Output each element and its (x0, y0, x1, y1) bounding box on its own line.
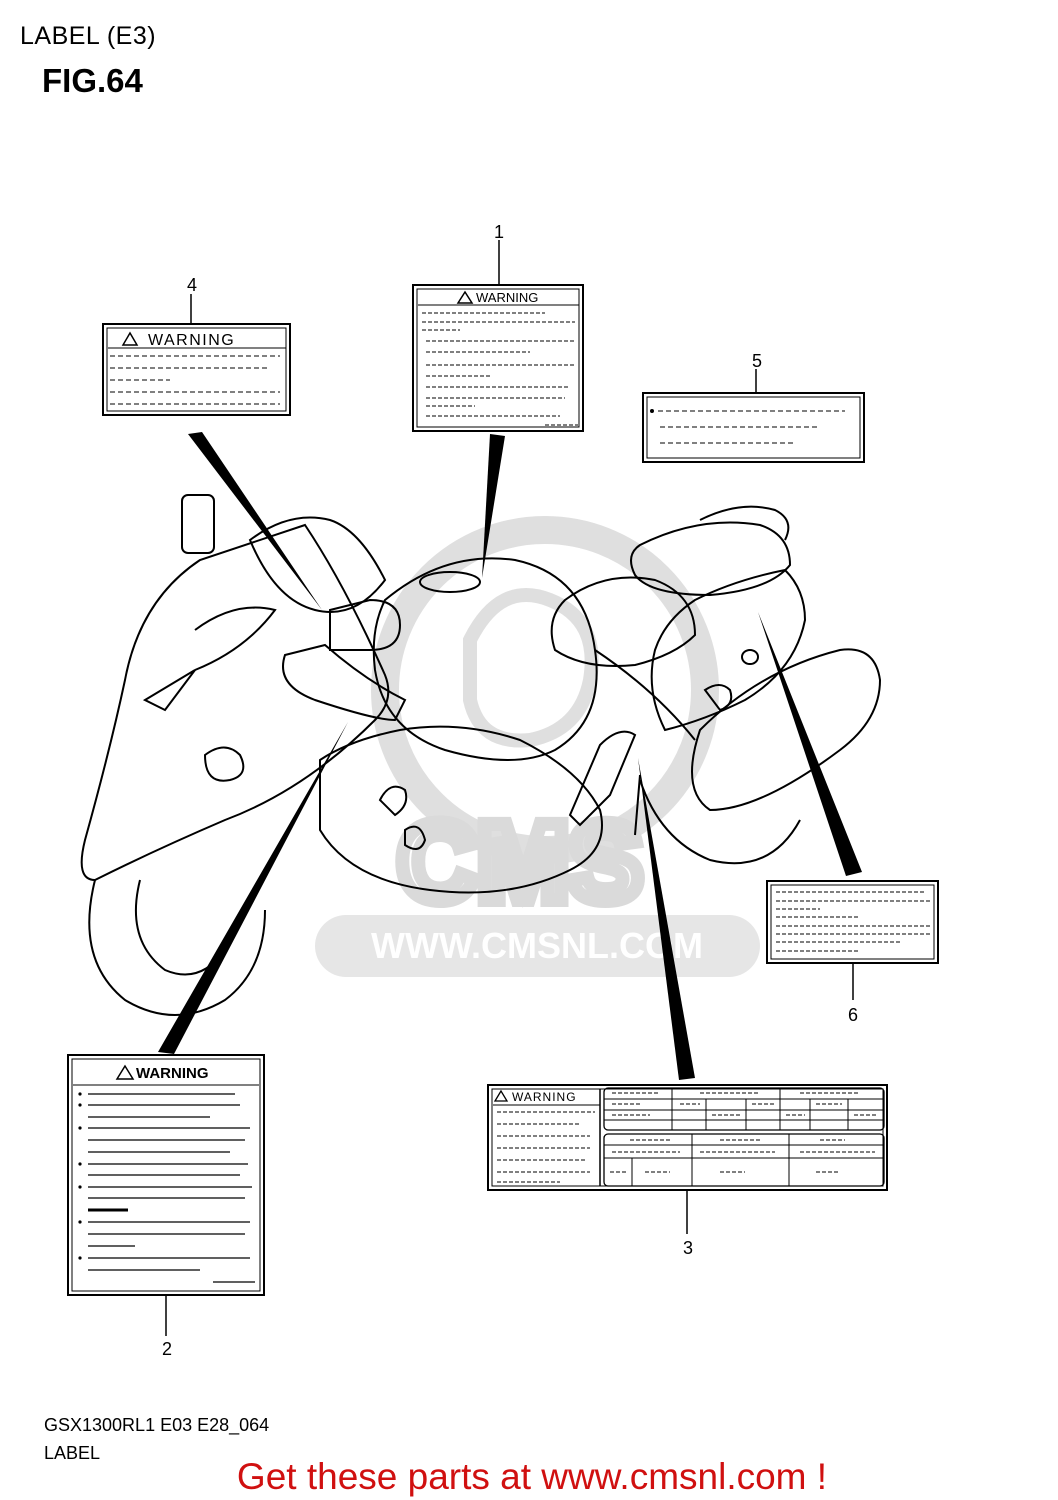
footpeg-bracket (568, 730, 637, 827)
engine-detail-2 (404, 825, 427, 850)
mirror (181, 494, 215, 554)
watermark-url: WWW.CMSNL.COM (371, 925, 703, 966)
leader-label-6 (758, 612, 862, 876)
engine-side-cover (319, 725, 603, 894)
fairing-intake (194, 606, 277, 671)
warning-triangle-icon (456, 290, 474, 304)
callout-6: 6 (848, 1005, 858, 1025)
frame-line (594, 649, 696, 741)
label-3 (487, 1084, 888, 1191)
label-1 (412, 284, 584, 432)
tail-cowl (650, 568, 807, 732)
handlebar-left (329, 598, 402, 651)
callout-2: 2 (162, 1339, 172, 1359)
promo-link[interactable]: Get these parts at www.cmsnl.com ! (236, 1456, 828, 1497)
fuel-tank (372, 557, 598, 761)
label-6 (766, 880, 939, 964)
label-4-warning: WARNING (148, 332, 235, 349)
watermark-mascot (463, 588, 599, 748)
frame-bolt (703, 684, 733, 712)
windscreen (248, 516, 387, 613)
watermark-logo-text: CMS (398, 801, 642, 924)
label-2-warning: WARNING (136, 1065, 209, 1082)
rear-wheel (639, 779, 801, 865)
watermark-url-pill (315, 915, 760, 977)
callout-4: 4 (187, 275, 197, 295)
pillion-seat (630, 521, 792, 597)
label-2 (67, 1054, 265, 1296)
engine-detail-1 (378, 785, 408, 817)
fork-top (282, 643, 407, 722)
model-code: GSX1300RL1 E03 E28_064 (44, 1415, 270, 1435)
fuel-cap (419, 571, 481, 593)
label-3-warning: WARNING (512, 1090, 577, 1104)
part-group-name: LABEL (44, 1443, 101, 1463)
seat-cowl-top (699, 505, 790, 541)
warning-triangle-icon (121, 331, 139, 346)
warning-triangle-icon (115, 1064, 135, 1080)
callout-1: 1 (494, 222, 504, 242)
leader-label-1 (482, 434, 505, 578)
leader-label-4 (188, 432, 322, 610)
callout-3: 3 (683, 1238, 693, 1258)
callout-5: 5 (752, 351, 762, 371)
label-5 (642, 392, 865, 463)
label-1-warning: WARNING (476, 290, 538, 305)
section-title: LABEL (E3) (20, 22, 157, 50)
front-wheel (88, 879, 266, 1016)
leader-label-2 (158, 722, 348, 1054)
muffler (691, 648, 882, 812)
figure-number: FIG.64 (42, 62, 143, 99)
label-4 (102, 323, 291, 416)
motorcycle-outline (80, 494, 882, 1016)
side-stand (634, 774, 641, 836)
front-fairing (80, 523, 390, 882)
warning-triangle-icon (493, 1089, 509, 1102)
tail-bolt (741, 649, 759, 665)
headlight-detail (203, 746, 245, 782)
fairing-vent (142, 669, 196, 712)
leader-lines (158, 432, 862, 1080)
leader-label-3 (638, 758, 695, 1080)
callouts (165, 240, 854, 1336)
